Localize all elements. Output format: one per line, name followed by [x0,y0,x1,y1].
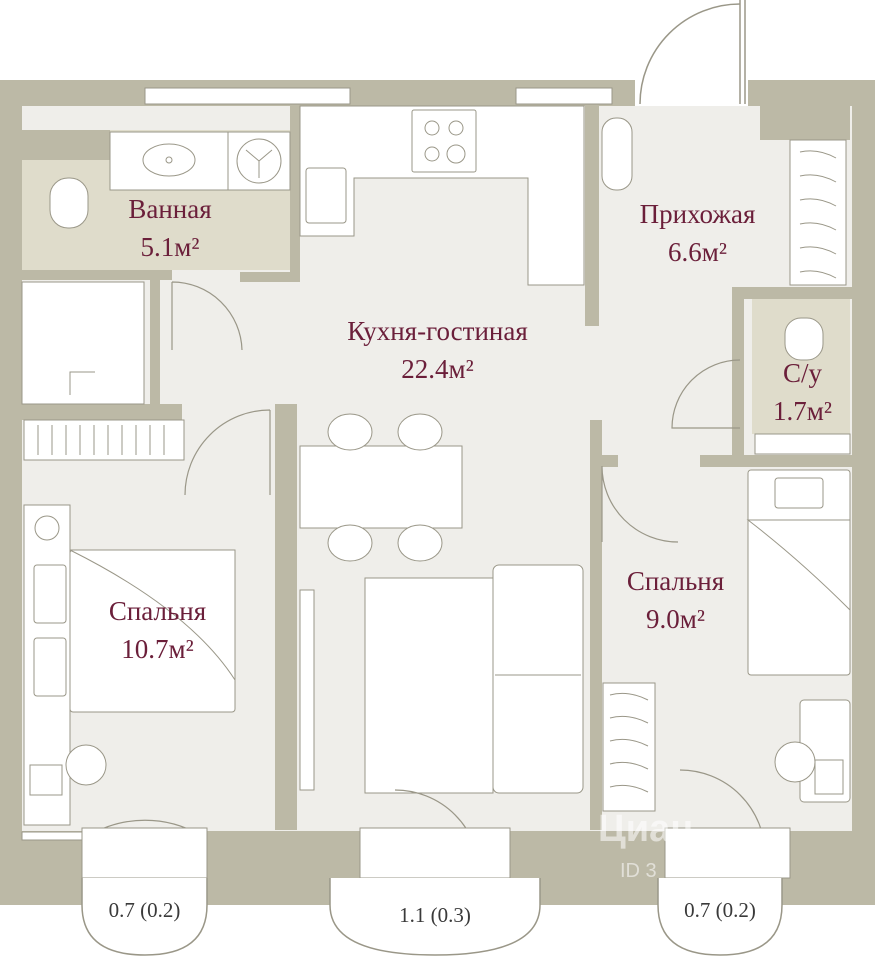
room-name: Прихожая [639,199,756,229]
balcony-label-left: 0.7 (0.2) [108,898,181,922]
room-area: 10.7м² [121,634,194,664]
room-label-hallway: Прихожая 6.6м² [610,195,785,271]
balcony-doors [81,827,791,879]
bedroom-right-furniture [746,469,851,803]
room-name: Спальня [108,596,207,626]
windows [21,87,613,841]
watermark-brand: Циан [598,808,694,850]
dining-set [299,413,463,562]
room-name: Ванная [128,194,212,224]
sofa [299,564,584,794]
room-label-toilet: С/у 1.7м² [755,354,850,430]
room-name: Спальня [626,566,725,596]
room-name: Кухня-гостиная [347,316,528,346]
entrance-door [639,0,746,106]
room-label-bedroom-right: Спальня 9.0м² [598,562,753,638]
watermark-id: ID 3 [620,860,657,882]
room-area: 1.7м² [773,396,832,426]
room-label-kitchen-living: Кухня-гостиная 22.4м² [300,312,575,388]
interior-walls [22,94,852,830]
room-label-bathroom: Ванная 5.1м² [95,190,245,266]
kitchen-counter [299,105,585,286]
balcony-label-center: 1.1 (0.3) [399,903,471,927]
balcony-label-right: 0.7 (0.2) [684,898,756,922]
room-label-bedroom-left: Спальня 10.7м² [80,592,235,668]
bathroom-fixtures [21,131,291,405]
bedroom-left-furniture [23,504,236,826]
room-area: 5.1м² [140,232,200,262]
room-area: 9.0м² [646,604,705,634]
balconies [81,878,783,956]
room-name: С/у [782,358,822,388]
wardrobes [23,419,656,812]
room-area: 22.4м² [401,354,474,384]
hallway-fixtures [601,117,851,455]
room-area: 6.6м² [668,237,727,267]
